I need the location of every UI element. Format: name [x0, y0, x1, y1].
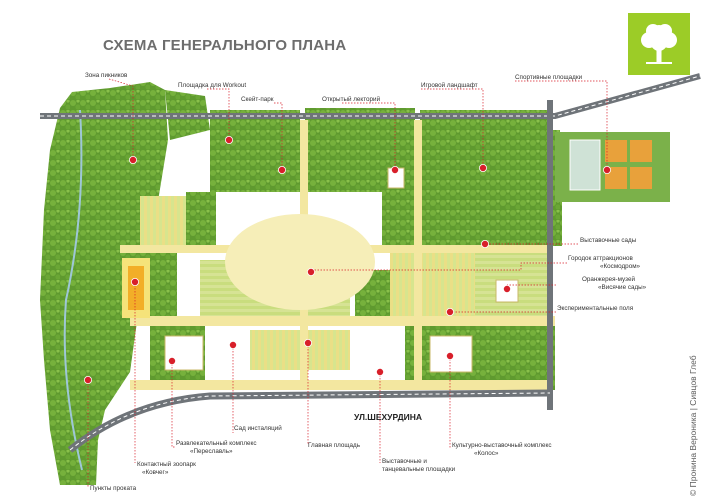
marker-zoo	[130, 277, 139, 286]
label-dance-line2: танцевальные площадки	[382, 466, 456, 473]
label-sports: Спортивные площадки	[515, 74, 583, 81]
label-pereslavl-line1: Развлекательный комплекс	[176, 439, 257, 447]
marker-lecture	[390, 165, 399, 174]
roads	[40, 73, 701, 453]
label-experimental: Экспериментальные поля	[557, 305, 633, 312]
marker-exhibition-gardens	[480, 239, 489, 248]
marker-picnic	[128, 155, 137, 164]
label-playscape: Игровой ландшафт	[421, 81, 478, 89]
label-hanging-line1: Оранжерея-музей	[582, 275, 635, 283]
tree-logo-icon	[628, 13, 690, 75]
label-skatepark: Скейт-парк	[241, 95, 274, 103]
marker-rental	[84, 375, 93, 384]
label-workout: Площадка для Workout	[178, 82, 246, 89]
label-installations: Сад инсталяций	[234, 424, 282, 432]
label-zoo-line1: Контактный зоопарк	[137, 460, 196, 468]
marker-kosmodrom	[306, 267, 315, 276]
label-pereslavl-line2: «Переславль»	[190, 448, 233, 455]
plan-title: СХЕМА ГЕНЕРАЛЬНОГО ПЛАНА	[103, 37, 347, 54]
marker-sports	[603, 165, 612, 174]
label-dance-line1: Выставочные и	[382, 458, 427, 465]
sports-area	[555, 132, 670, 202]
marker-skatepark	[277, 165, 286, 174]
marker-workout	[224, 135, 233, 144]
label-kosmodrom-line1: Городок аттракционов	[568, 255, 634, 262]
marker-pereslavl	[167, 356, 176, 365]
author-credit: © Пронина Вероника | Сивцов Глеб	[688, 355, 698, 496]
label-kolos-line2: «Колос»	[474, 450, 499, 457]
marker-dance	[375, 367, 384, 376]
label-kosmodrom-line2: «Космодром»	[600, 263, 641, 270]
label-lecture: Открытый лекторий	[322, 95, 381, 103]
label-picnic: Зона пикников	[85, 72, 128, 79]
location-markers	[84, 135, 612, 384]
marker-kolos	[445, 351, 454, 360]
marker-installations	[228, 340, 237, 349]
label-main-square: Главная площадь	[308, 442, 361, 449]
park-groves	[135, 108, 562, 390]
street-name-label: УЛ.ШЕХУРДИНА	[354, 412, 422, 422]
leader-lines	[87, 78, 608, 487]
label-zoo-line2: «Ковчег»	[142, 469, 169, 476]
marker-playscape	[478, 163, 487, 172]
marker-main-square	[303, 338, 312, 347]
label-exhibition-gardens: Выставочные сады	[580, 237, 637, 244]
marker-hanging-gardens	[502, 284, 511, 293]
plazas	[120, 120, 555, 390]
label-kolos-line1: Культурно-выставочный комплекс	[452, 441, 552, 449]
marker-experimental	[445, 307, 454, 316]
label-hanging-line2: «Висячие сады»	[598, 284, 647, 291]
label-rental: Пункты проката	[90, 485, 137, 492]
